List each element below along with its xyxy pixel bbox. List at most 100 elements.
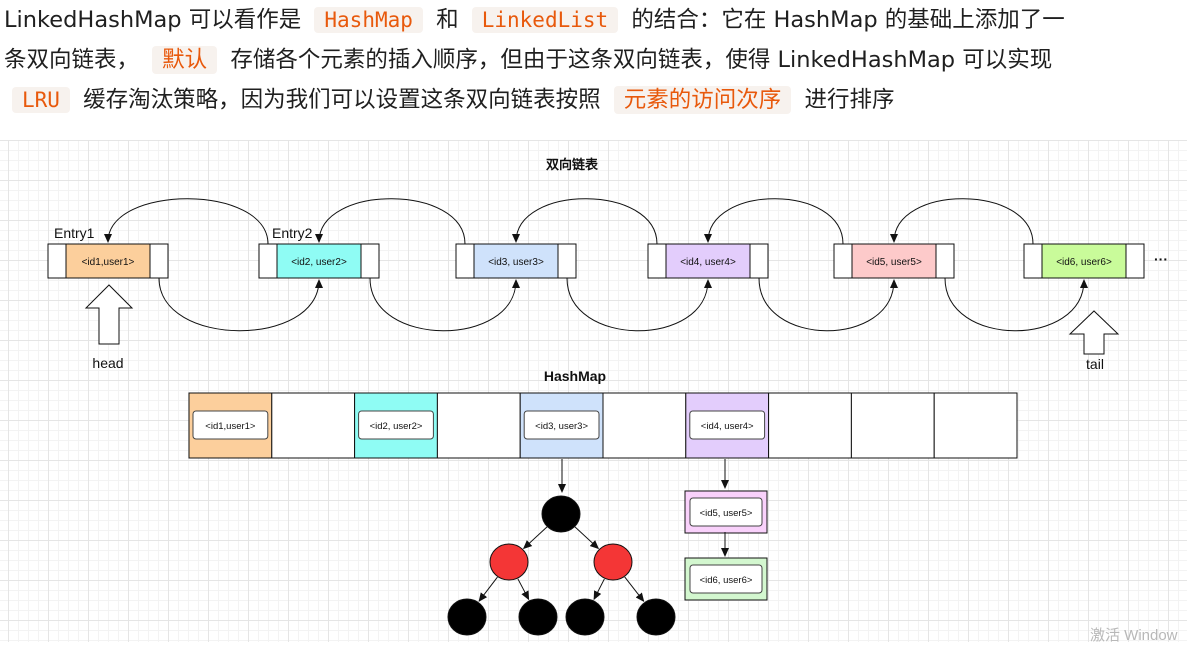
- black-tree-node: [518, 598, 558, 636]
- node-data-cell: [665, 243, 751, 279]
- list-node: <id4, user4>: [647, 243, 769, 279]
- text-segment: LinkedHashMap 可以看作是: [4, 7, 302, 33]
- next-pointer-cell: [935, 243, 955, 279]
- list-node: <id5, user5>: [833, 243, 955, 279]
- tree-edge-arrow: [624, 576, 645, 603]
- prev-pointer-cell: [833, 243, 853, 279]
- chain-entry-label: <id5, user5>: [700, 508, 753, 519]
- head-label: head: [92, 355, 123, 371]
- tree-edge-arrow: [478, 576, 498, 602]
- node-data-cell: [473, 243, 559, 279]
- next-pointer-cell: [557, 243, 577, 279]
- highlight-access-order: 元素的访问次序: [613, 86, 792, 114]
- node-label: <id3, user3>: [488, 257, 544, 268]
- prev-link-arrow: [512, 198, 658, 245]
- black-tree-node: [636, 598, 676, 636]
- list-nodes: <id1,user1> <id2, user2> <id3, user3> <id4,…: [47, 243, 1145, 279]
- red-tree-node: [593, 543, 633, 581]
- bucket-cell: [768, 392, 852, 459]
- text-segment: 进行排序: [804, 87, 895, 113]
- chain-entry: [689, 497, 763, 527]
- prev-pointer-cell: [47, 243, 67, 279]
- tail-arrow-icon: [1068, 310, 1120, 355]
- bucket: <id3, user3>: [519, 392, 604, 459]
- next-pointer-cell: [360, 243, 380, 279]
- chain-entry-label: <id6, user6>: [700, 575, 753, 586]
- activation-watermark: 激活 Window: [1090, 627, 1178, 644]
- bucket-entry: [192, 410, 269, 440]
- paragraph-line-1: LinkedHashMap 可以看作是 HashMap 和 LinkedList…: [4, 0, 1184, 40]
- bucket-cell: [602, 392, 687, 459]
- node-label: <id5, user5>: [866, 257, 922, 268]
- tree-edge-arrow: [522, 526, 548, 550]
- ellipsis: ···: [1154, 251, 1168, 267]
- node-label: <id1,user1>: [82, 257, 135, 268]
- next-link-arrow: [158, 277, 323, 332]
- red-black-tree: [447, 495, 676, 636]
- highlight-default: 默认: [152, 46, 218, 74]
- entry2-label: Entry2: [272, 225, 313, 241]
- prev-link-arrow: [315, 198, 466, 245]
- bucket: [768, 392, 852, 459]
- bucket-cell: [850, 392, 935, 459]
- next-pointer-cell: [1125, 243, 1145, 279]
- list-links: [104, 198, 1088, 332]
- entry1-label: Entry1: [54, 225, 95, 241]
- bucket-cell: [436, 392, 521, 459]
- inline-code-hashmap: HashMap: [314, 7, 423, 33]
- bucket-entry: [523, 410, 600, 440]
- bucket: [850, 392, 935, 459]
- paragraph-line-2: 条双向链表， 默认 存储各个元素的插入顺序，但由于这条双向链表，使得 Linke…: [4, 40, 1184, 80]
- bucket: [933, 392, 1018, 459]
- bucket-entry: [358, 410, 434, 440]
- prev-pointer-cell: [1023, 243, 1043, 279]
- chain-node: <id6, user6>: [684, 557, 768, 601]
- node-label: <id2, user2>: [291, 257, 347, 268]
- text-segment: 存储各个元素的插入顺序，但由于这条双向链表，使得 LinkedHashMap 可…: [230, 47, 1053, 73]
- prev-pointer-cell: [258, 243, 278, 279]
- inline-code-linkedlist: LinkedList: [471, 7, 619, 33]
- tree-edge-arrow: [593, 578, 605, 601]
- bucket: <id2, user2>: [354, 392, 438, 459]
- hashmap-buckets: <id1,user1> <id2, user2> <id3, user3> <id4,…: [188, 392, 1018, 459]
- node-data-cell: [276, 243, 362, 279]
- bucket-entry-label: <id1,user1>: [205, 421, 256, 432]
- description-paragraph: LinkedHashMap 可以看作是 HashMap 和 LinkedList…: [4, 0, 1184, 120]
- bucket-entry-label: <id4, user4>: [701, 421, 754, 432]
- tree-edge-arrow: [517, 578, 530, 601]
- node-label: <id6, user6>: [1056, 257, 1112, 268]
- list-node: <id1,user1>: [47, 243, 169, 279]
- hash-collision-chain: <id5, user5> <id6, user6>: [684, 490, 768, 601]
- next-link-arrow: [758, 277, 898, 332]
- text-segment: 的结合：它在 HashMap 的基础上添加了一: [631, 7, 1065, 33]
- chain-node: <id5, user5>: [684, 490, 768, 534]
- prev-pointer-cell: [455, 243, 475, 279]
- head-arrow-icon: [84, 284, 134, 345]
- node-data-cell: [1041, 243, 1127, 279]
- red-tree-node: [489, 543, 529, 581]
- hashmap-title: HashMap: [544, 368, 606, 384]
- bucket: [271, 392, 356, 459]
- bucket-entry-label: <id3, user3>: [535, 421, 588, 432]
- paragraph-line-3: LRU 缓存淘汰策略，因为我们可以设置这条双向链表按照 元素的访问次序 进行排序: [4, 80, 1184, 120]
- tree-edge-arrow: [574, 526, 600, 550]
- node-label: <id4, user4>: [680, 257, 736, 268]
- list-node: <id6, user6>: [1023, 243, 1145, 279]
- next-link-arrow: [944, 277, 1088, 332]
- node-data-cell: [851, 243, 937, 279]
- prev-link-arrow: [104, 198, 269, 245]
- chain-entry: [689, 564, 763, 594]
- bucket: <id1,user1>: [188, 392, 273, 459]
- inline-code-lru: LRU: [12, 87, 70, 113]
- black-tree-node: [541, 495, 581, 533]
- prev-pointer-cell: [647, 243, 667, 279]
- bucket-entry: [689, 410, 766, 440]
- next-link-arrow: [566, 277, 712, 332]
- linkedhashmap-diagram: 双向链表 <id1,user1><id2, user2><id3, user3>…: [0, 140, 1187, 642]
- text-segment: 和: [436, 7, 459, 33]
- bucket: [436, 392, 521, 459]
- next-pointer-cell: [749, 243, 769, 279]
- text-segment: 条双向链表，: [4, 47, 140, 73]
- bucket-cell: [933, 392, 1018, 459]
- tail-label: tail: [1086, 356, 1104, 372]
